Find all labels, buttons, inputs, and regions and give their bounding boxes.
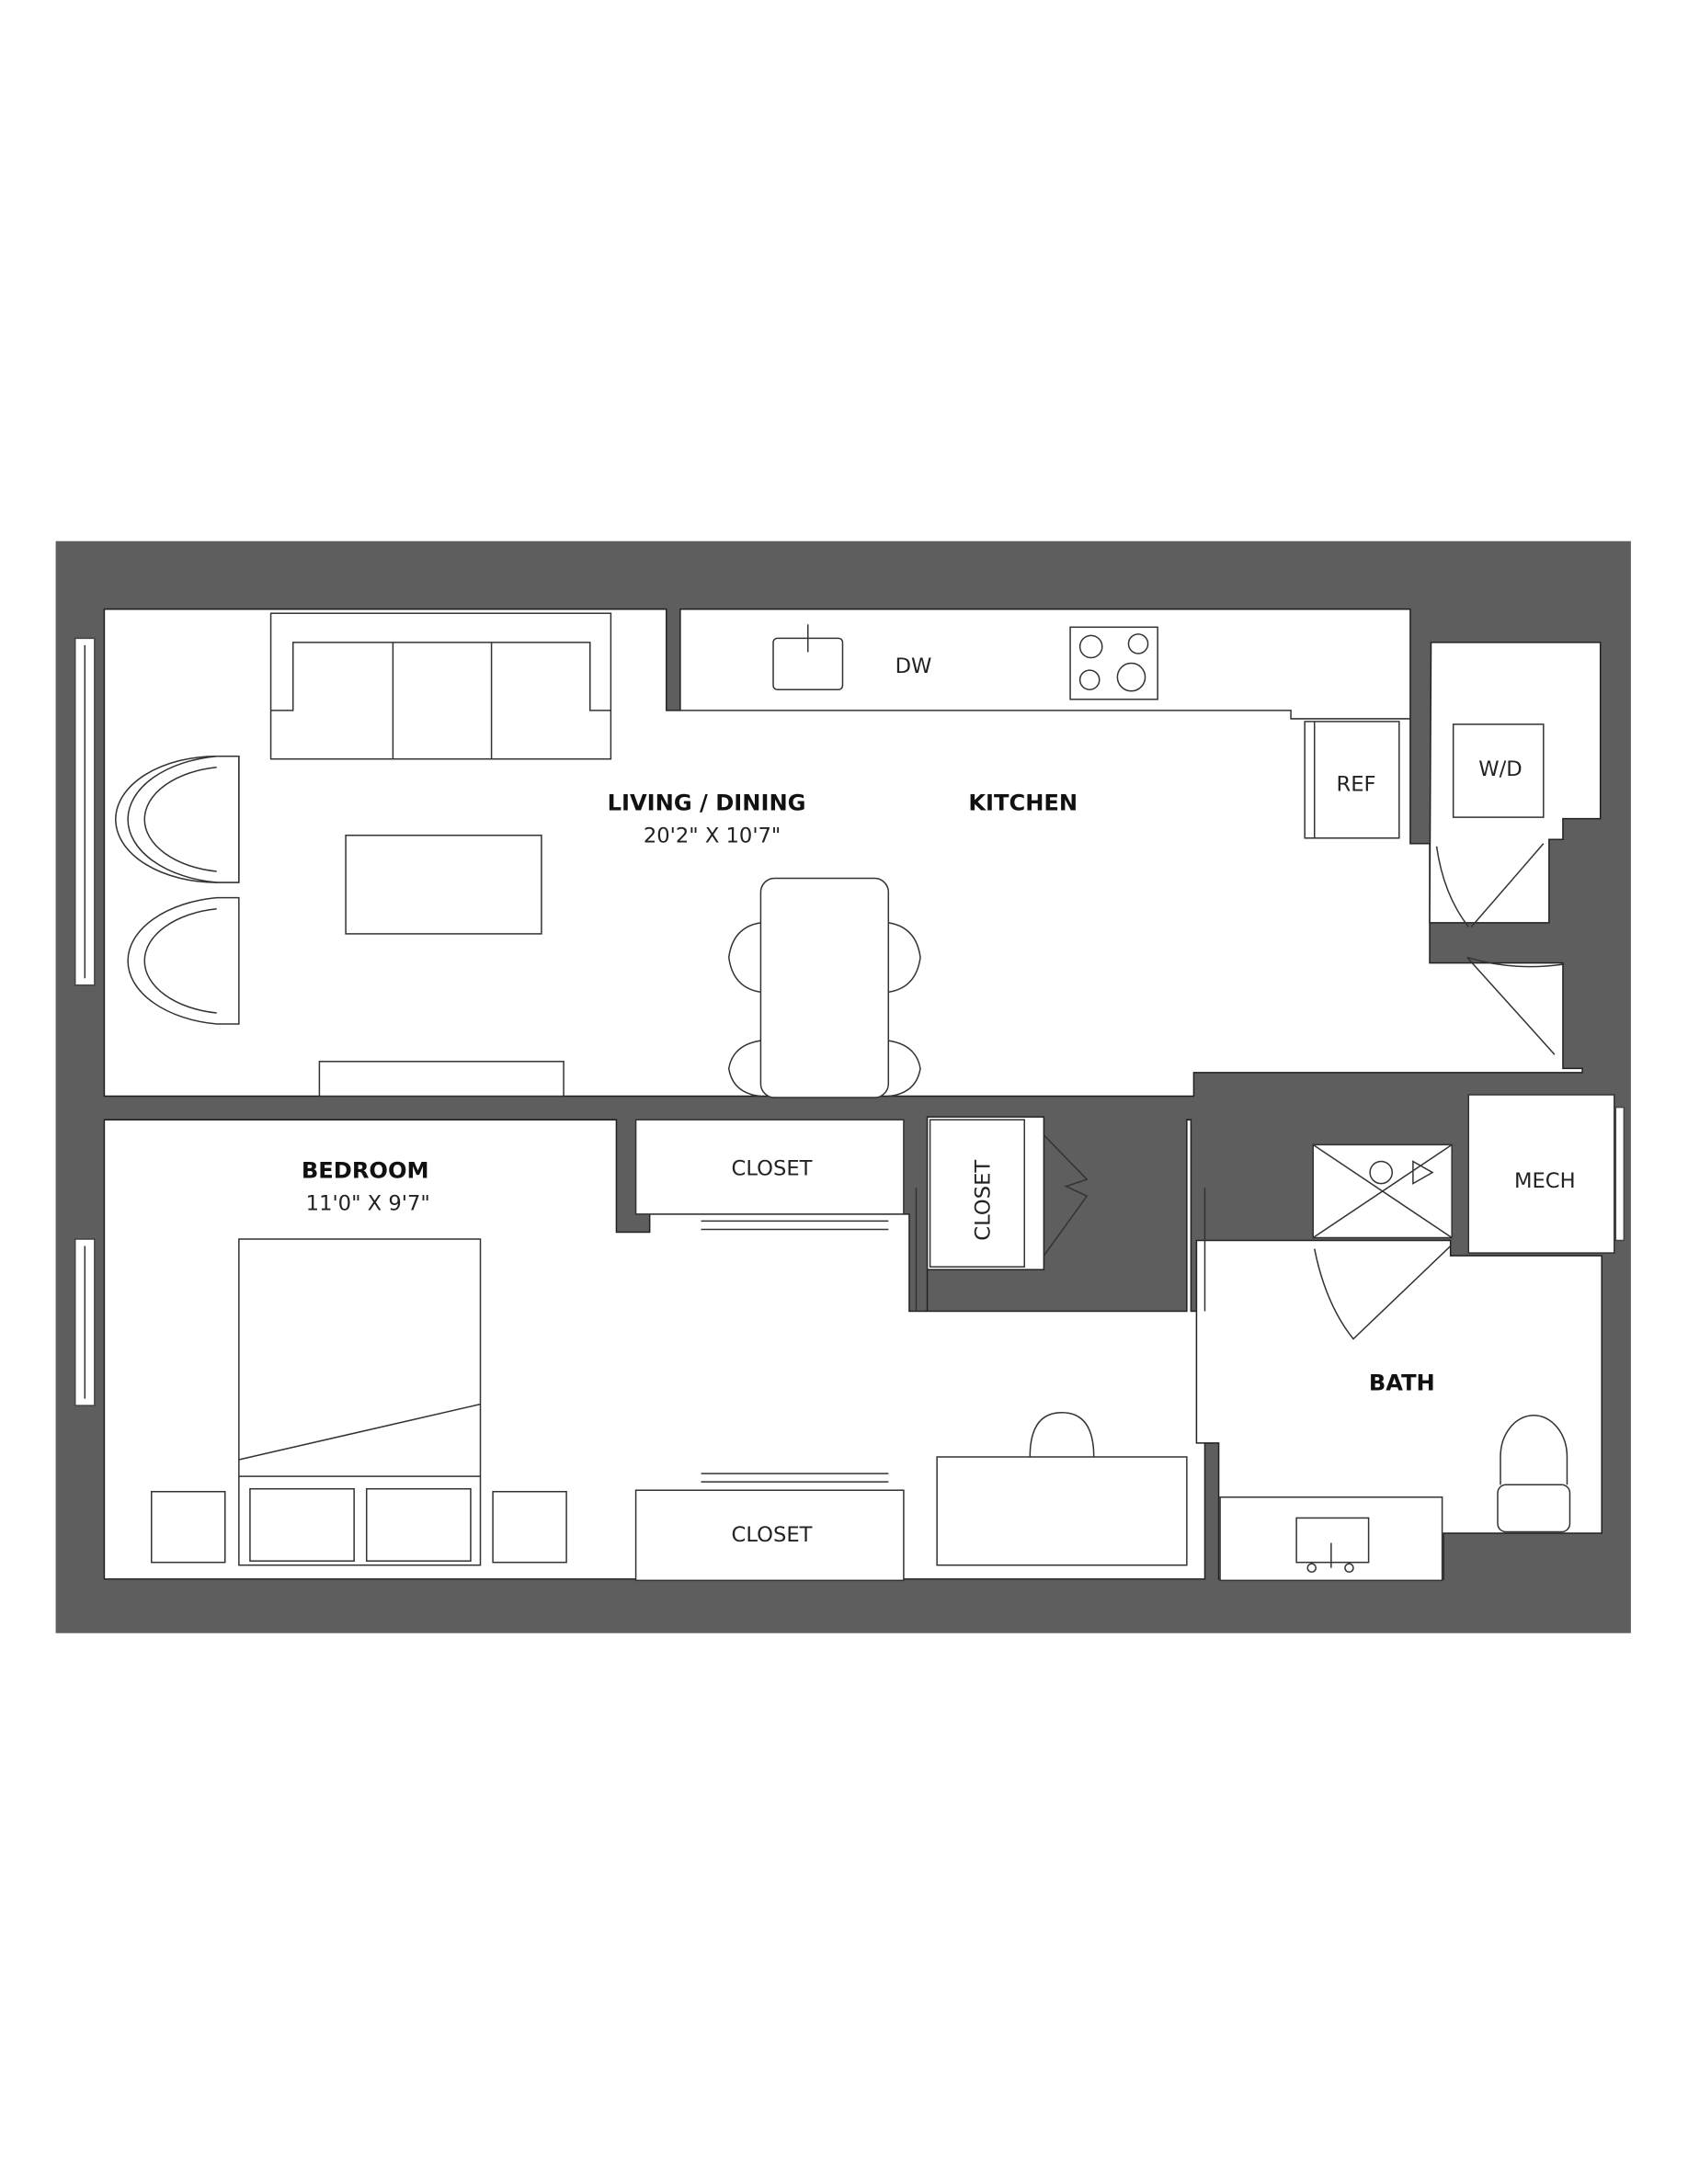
label-washer-dryer: W/D: [1478, 757, 1522, 781]
washer-dryer: [1452, 723, 1545, 818]
window-living: [74, 637, 96, 986]
closet-vertical: [929, 1119, 1025, 1268]
label-closet-lower: CLOSET: [732, 1523, 813, 1547]
room-dimensions-living: 20'2" X 10'7": [644, 824, 781, 847]
room-label-bath: BATH: [1369, 1371, 1435, 1396]
window-mech: [1614, 1106, 1625, 1242]
closet-lower: [634, 1489, 905, 1582]
label-mech: MECH: [1514, 1169, 1576, 1193]
closet-upper: [634, 1119, 905, 1215]
window-bedroom: [74, 1238, 96, 1406]
cooktop: [1069, 626, 1158, 700]
mech-room: [1467, 1094, 1615, 1254]
room-label-kitchen: KITCHEN: [968, 791, 1078, 816]
label-closet-upper: CLOSET: [732, 1157, 813, 1181]
nightstand-left: [150, 1490, 226, 1564]
media-console: [318, 1061, 565, 1098]
armchair-1: [115, 755, 240, 883]
shower: [1312, 1143, 1453, 1239]
bath-sink: [1295, 1517, 1370, 1574]
dining-set: [727, 877, 921, 1098]
desk: [936, 1456, 1188, 1566]
armchair-2: [127, 896, 240, 1025]
room-label-living: LIVING / DINING: [608, 791, 806, 816]
label-dishwasher: DW: [895, 654, 932, 678]
kitchen-counter: [679, 624, 1410, 720]
toilet: [1497, 1414, 1571, 1533]
sofa: [269, 612, 612, 760]
room-label-bedroom: BEDROOM: [302, 1158, 429, 1184]
nightstand-right: [492, 1490, 567, 1564]
refrigerator: [1304, 721, 1400, 839]
room-dimensions-bedroom: 11'0" X 9'7": [306, 1191, 430, 1215]
doors: [701, 843, 1564, 1483]
label-refrigerator: REF: [1337, 772, 1376, 796]
coffee-table: [345, 834, 542, 935]
label-closet-vertical: CLOSET: [972, 1160, 996, 1241]
bed: [238, 1238, 482, 1566]
desk-chair: [1029, 1411, 1095, 1458]
